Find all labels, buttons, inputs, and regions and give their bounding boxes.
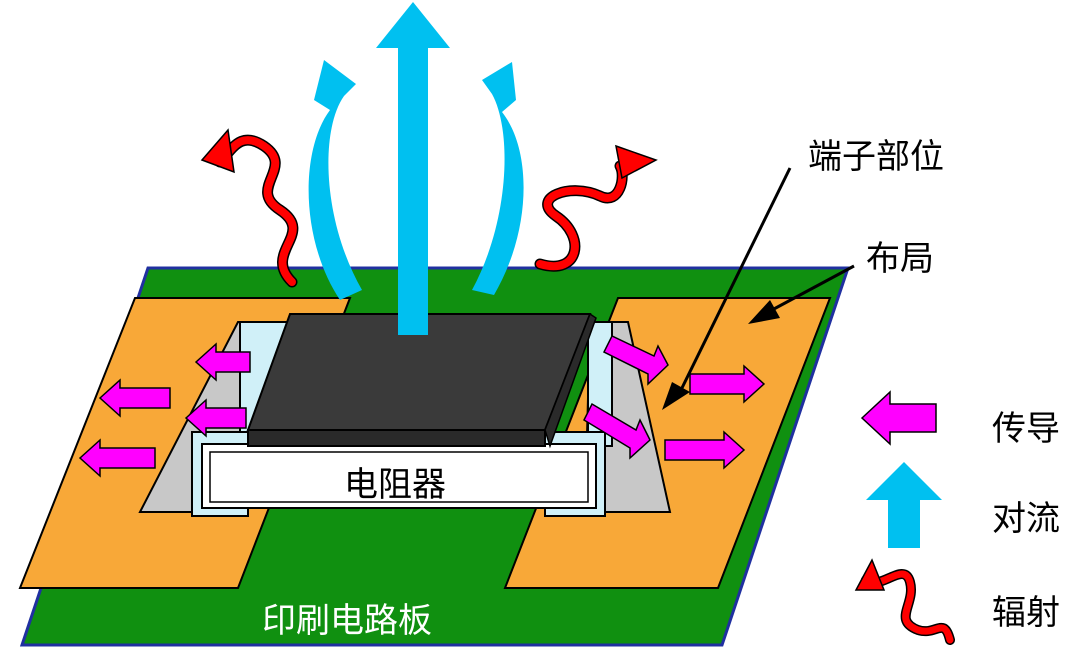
terminal-pointer (662, 167, 792, 410)
conduction-arrow-icon (860, 390, 937, 446)
conduction-arrow-icon (194, 342, 251, 382)
legend: 传导 对流 辐射 (854, 390, 1060, 645)
convection-arrow-icon (308, 60, 362, 300)
conduction-arrows (78, 335, 766, 478)
resistor-label: 电阻器 (344, 465, 446, 505)
legend-radiation-label: 辐射 (992, 593, 1060, 633)
convection-arrow-icon (866, 462, 942, 548)
pcb-label: 印刷电路板 (262, 601, 432, 641)
conduction-arrow-icon (184, 398, 247, 438)
radiation-wave-icon (216, 136, 297, 286)
convection-arrow-icon (472, 62, 524, 295)
conduction-arrow-icon (583, 402, 651, 460)
convection-arrow-icon (376, 2, 450, 335)
convection-arrows (308, 2, 524, 335)
radiation-wave-icon (536, 162, 627, 271)
conduction-arrow-icon (664, 430, 746, 470)
terminal-label: 端子部位 (808, 137, 944, 177)
conduction-arrow-icon (602, 335, 669, 386)
conduction-arrow-icon (98, 378, 171, 418)
conduction-arrow-icon (78, 438, 156, 478)
legend-convection-label: 对流 (992, 499, 1060, 539)
layout-pointer (748, 264, 855, 324)
legend-conduction-label: 传导 (992, 409, 1060, 449)
conduction-arrow-icon (689, 364, 766, 404)
layout-label: 布局 (866, 239, 934, 279)
